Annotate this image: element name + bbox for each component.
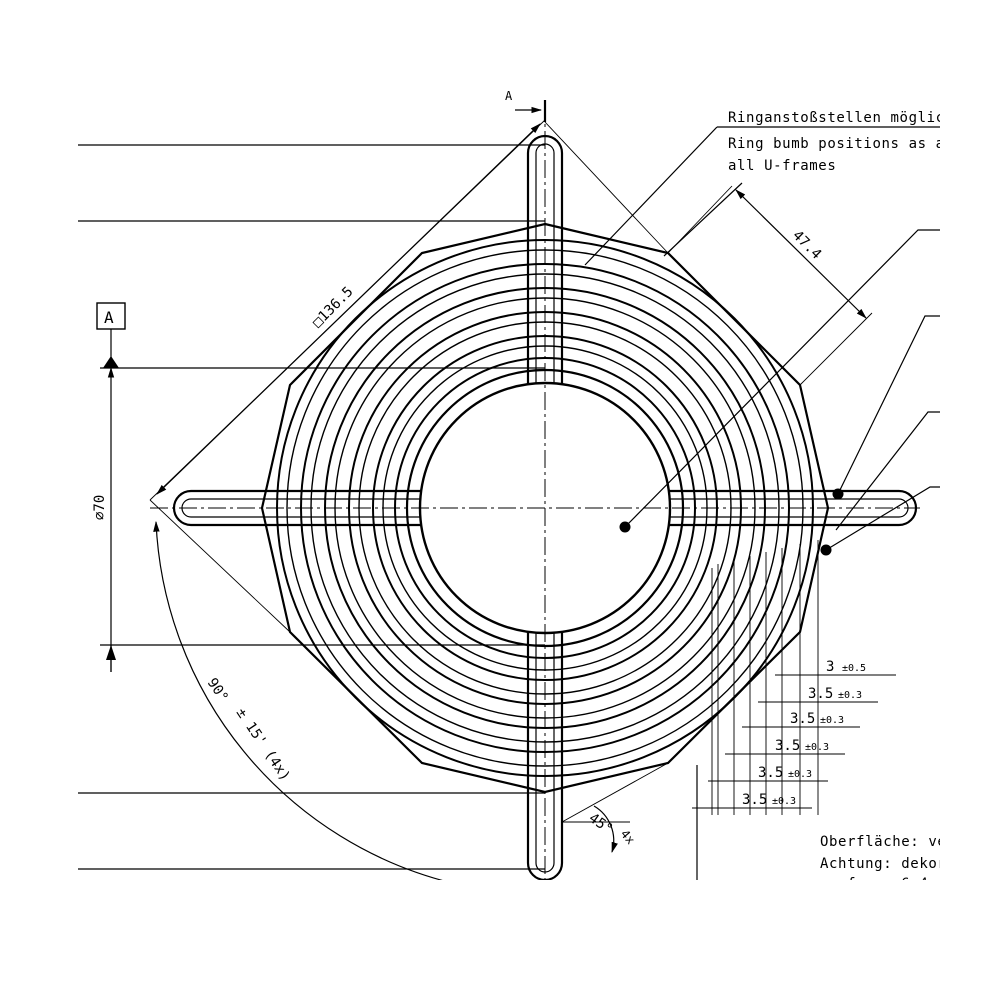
pitch-tolerance: ±0.3 xyxy=(820,715,844,726)
ring-note-leaders xyxy=(584,126,940,266)
callout-leaders xyxy=(619,229,940,556)
centerlines xyxy=(150,102,920,880)
angle-45-count: 4x xyxy=(618,827,638,847)
sheet-edge xyxy=(0,880,1000,1000)
angle-90-dimension: 90° ± 15' (4x) xyxy=(153,520,453,884)
angle-90-label: 90° xyxy=(204,675,231,705)
pitch-tolerance: ±0.3 xyxy=(788,769,812,780)
ring-note-en-2: all U-frames xyxy=(728,158,836,174)
ring-pitch-dimensions: 3 ±0.5 3.5 ±0.3 3.5 ±0.3 3.5 ±0.3 3.5 ±0.3 3.5 ±0.3 xyxy=(692,540,896,815)
pitch-tolerance: ±0.3 xyxy=(805,742,829,753)
pitch-value: 3.5 xyxy=(790,711,815,727)
ring-note-de: Ringanstoßstellen möglich xyxy=(728,110,954,126)
pitch-value: 3.5 xyxy=(758,765,783,781)
pitch-value: 3 xyxy=(826,659,834,675)
pitch-value: 3.5 xyxy=(775,738,800,754)
dimension-47-4-label: 47.4 xyxy=(789,228,824,263)
pitch-value: 3.5 xyxy=(808,686,833,702)
diameter-label: ∅70 xyxy=(92,495,108,520)
pitch-tolerance: ±0.3 xyxy=(772,796,796,807)
section-marker-label: A xyxy=(505,89,513,103)
pitch-value: 3.5 xyxy=(742,792,767,808)
datum-label: A xyxy=(104,308,114,327)
angle-45-label: 45° xyxy=(586,810,616,838)
pitch-tolerance: ±0.3 xyxy=(838,690,862,701)
surface-note-de: Oberfläche: ve xyxy=(820,834,946,850)
datum-a: A xyxy=(96,302,126,368)
section-marker-a: A xyxy=(505,89,547,122)
pitch-tolerance: ±0.5 xyxy=(842,663,866,674)
diameter-dimension: ∅70 xyxy=(92,366,116,672)
sheet-edge-right xyxy=(940,0,1000,1000)
warning-note-de: Achtung: dekor xyxy=(820,856,946,872)
ring-note-en-1: Ring bumb positions as ac xyxy=(728,136,954,152)
